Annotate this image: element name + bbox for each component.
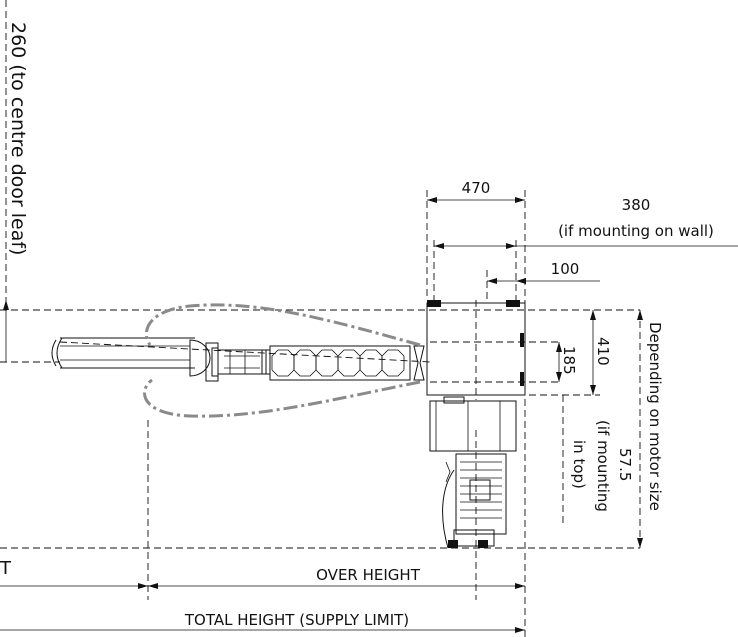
over-height-group: OVER HEIGHT T bbox=[0, 558, 525, 589]
dim-470-group: 470 bbox=[427, 179, 525, 203]
dim-185-label: 185 bbox=[560, 346, 578, 375]
extension-lines bbox=[147, 190, 526, 637]
dim-470-label: 470 bbox=[462, 179, 491, 197]
dim-100-group: 100 bbox=[487, 260, 600, 284]
dim-575-note-2: in top) bbox=[570, 440, 588, 489]
total-height-group: TOTAL HEIGHT (SUPPLY LIMIT) bbox=[0, 611, 525, 633]
dim-575-label: 57.5 bbox=[616, 448, 634, 481]
dim-410-group: 410 bbox=[590, 310, 612, 395]
chain-links bbox=[269, 345, 425, 381]
left-edge-label: T bbox=[0, 558, 12, 579]
chain-guard-outline bbox=[143, 303, 421, 418]
dim-260-label: 260 (to centre door leaf) bbox=[7, 22, 29, 255]
dim-410-label: 410 bbox=[594, 337, 612, 366]
dim-380-group: 380 (if mounting on wall) bbox=[434, 196, 738, 249]
dim-100-label: 100 bbox=[551, 260, 580, 278]
coupling-assembly bbox=[205, 342, 271, 382]
motor-size-note: Depending on motor size bbox=[646, 322, 664, 511]
dim-380-label: 380 bbox=[622, 196, 651, 214]
total-height-label: TOTAL HEIGHT (SUPPLY LIMIT) bbox=[184, 611, 409, 629]
dim-260-group: 260 (to centre door leaf) bbox=[3, 0, 29, 362]
dim-575-note-1: (if mounting bbox=[594, 420, 612, 512]
gear-box bbox=[429, 396, 517, 452]
door-shaft bbox=[51, 337, 211, 377]
over-height-label: OVER HEIGHT bbox=[316, 566, 421, 584]
dim-380-note: (if mounting on wall) bbox=[558, 222, 714, 240]
dim-575-group: (if mounting in top) 57.5 Depending on m… bbox=[562, 310, 664, 548]
operator-housing bbox=[426, 300, 526, 400]
dim-185-group: 185 bbox=[556, 342, 578, 382]
motor bbox=[442, 453, 507, 549]
